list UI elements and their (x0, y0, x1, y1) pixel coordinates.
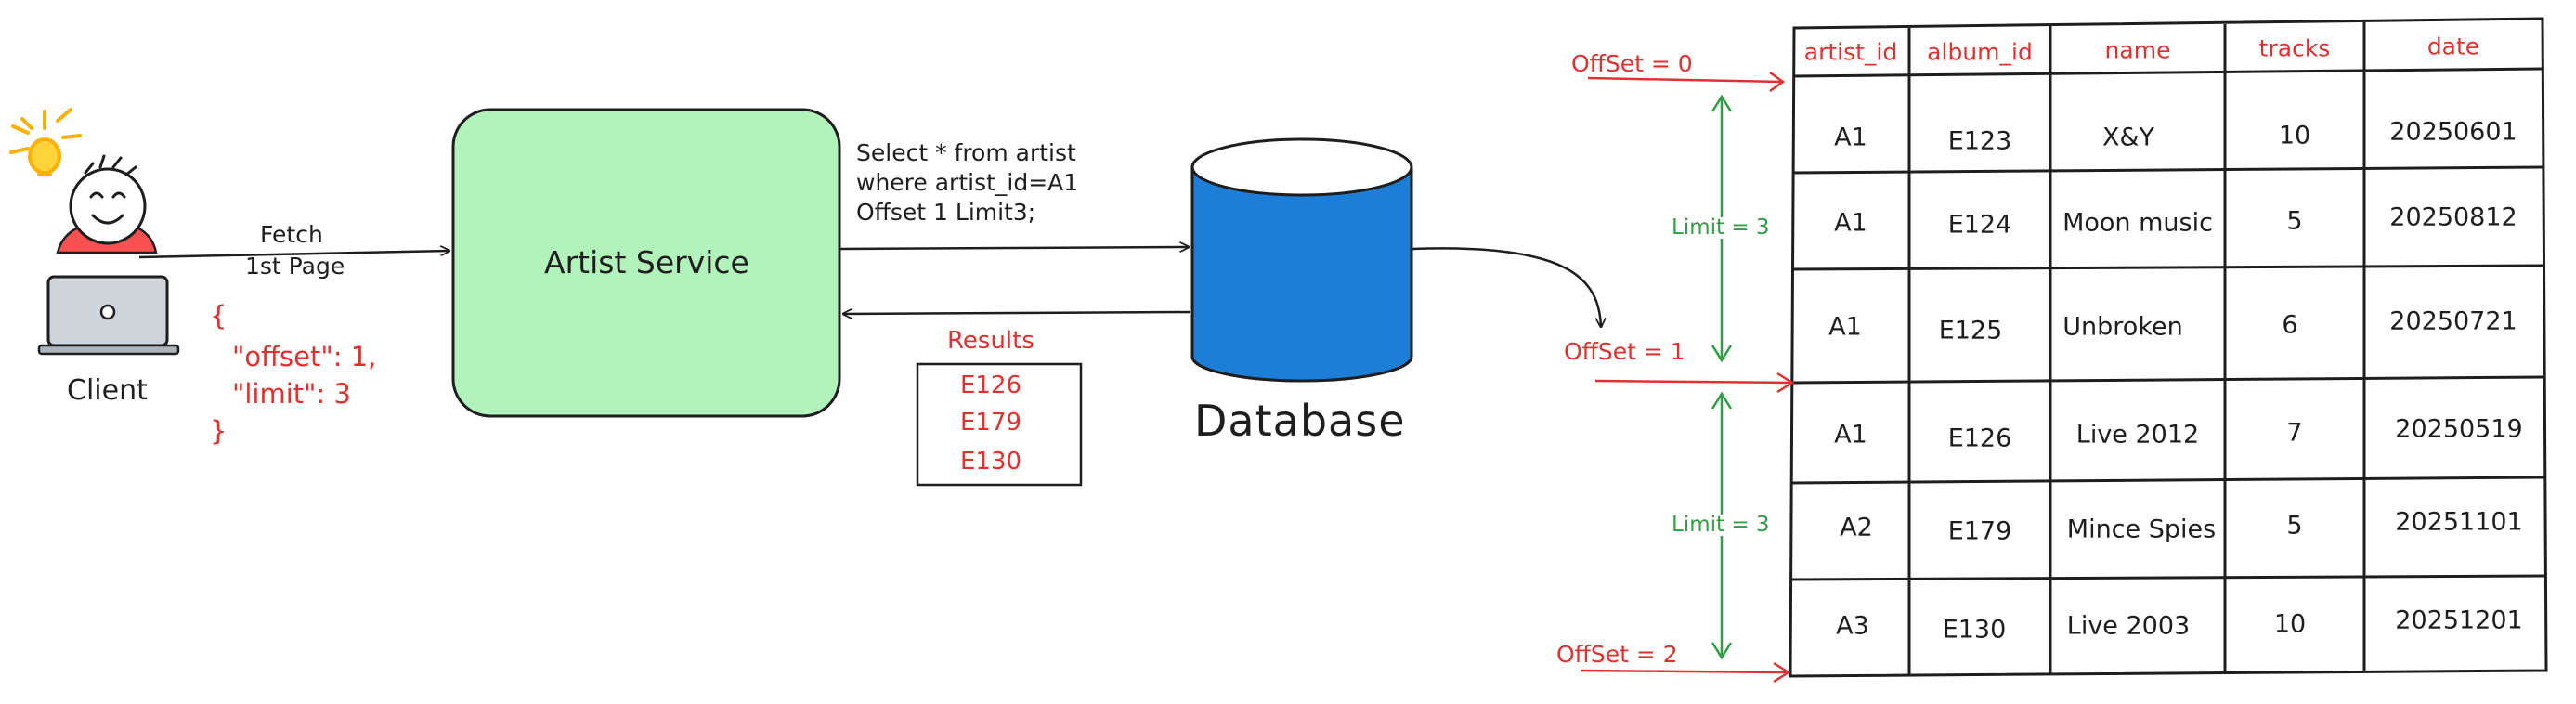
limit-arrows (1711, 94, 1733, 660)
table-cell: A1 (1834, 123, 1867, 152)
table-header: date (2426, 33, 2480, 60)
payload-limit: "limit": 3 (232, 378, 351, 410)
fetch-arrow (138, 251, 449, 259)
offset-arrows (1580, 71, 1795, 684)
client-head (69, 167, 147, 245)
results-arrow (843, 312, 1191, 314)
table-cell: 20250519 (2395, 414, 2523, 444)
table-cell: Moon music (2062, 208, 2213, 238)
table-header: artist_id (1803, 38, 1898, 66)
results-item: E179 (960, 409, 1022, 437)
results-item: E126 (960, 372, 1022, 399)
table-cell: 10 (2278, 121, 2311, 150)
table-cell: Mince Spies (2066, 515, 2217, 544)
table-cell: 5 (2286, 206, 2303, 236)
payload-offset: "offset": 1, (232, 341, 377, 372)
table-cell: A3 (1836, 611, 1869, 641)
album-table-grid (1789, 17, 2548, 678)
db-to-table-arrow (1411, 247, 1601, 327)
offset-0-arrow (1587, 76, 1782, 84)
payload-close-brace: } (210, 415, 228, 447)
table-cell: 20250601 (2389, 117, 2517, 147)
table-cell: E124 (1947, 210, 2012, 240)
table-cell: A2 (1840, 513, 1873, 542)
table-cell: A1 (1834, 420, 1867, 450)
table-cell: E125 (1938, 316, 2003, 345)
offset-2-arrow (1580, 669, 1788, 674)
client-label: Client (67, 374, 148, 407)
table-cell: E179 (1947, 516, 2012, 546)
table-cell: 20250812 (2389, 202, 2517, 232)
table-cell: Live 2012 (2075, 420, 2200, 450)
limit-label: Limit = 3 (1672, 513, 1770, 537)
database-cylinder (1190, 137, 1413, 383)
query-line-1: Select * from artist (856, 139, 1076, 166)
table-cell: 20250721 (2389, 306, 2517, 336)
table-cell: 20251201 (2395, 606, 2523, 635)
table-header: name (2104, 36, 2171, 64)
table-header: tracks (2258, 34, 2331, 62)
table-cell: Unbroken (2062, 312, 2183, 342)
table-cell: 10 (2273, 609, 2307, 639)
table-cell: E123 (1947, 126, 2012, 156)
table-cell: 5 (2286, 511, 2303, 541)
query-line-3: Offset 1 Limit3; (856, 199, 1036, 226)
offset-1-label: OffSet = 1 (1564, 338, 1685, 365)
limit-label: Limit = 3 (1672, 215, 1770, 240)
results-item: E130 (960, 448, 1022, 476)
fetch-label-line2: 1st Page (245, 253, 345, 280)
table-cell: E130 (1942, 615, 2007, 645)
offset-1-arrow (1594, 379, 1791, 385)
offset-0-label: OffSet = 0 (1571, 50, 1693, 77)
offset-2-label: OffSet = 2 (1556, 641, 1678, 668)
table-cell: A1 (1828, 312, 1862, 342)
client-icon (9, 108, 180, 356)
table-cell: X&Y (2101, 123, 2155, 152)
table-cell: E126 (1947, 424, 2012, 453)
table-cell: 7 (2286, 418, 2303, 448)
table-cell: 6 (2282, 310, 2298, 340)
table-header: album_id (1927, 38, 2033, 66)
results-title: Results (947, 327, 1034, 355)
fetch-label-line1: Fetch (260, 221, 323, 248)
table-cell: A1 (1834, 208, 1867, 238)
artist-service-label: Artist Service (544, 244, 749, 280)
query-arrow (839, 247, 1189, 249)
payload-open-brace: { (210, 300, 228, 332)
table-cell: Live 2003 (2066, 611, 2191, 641)
database-label: Database (1194, 396, 1406, 446)
results-box (916, 362, 1083, 487)
table-cell: 20251101 (2395, 507, 2523, 537)
query-line-2: where artist_id=A1 (856, 169, 1079, 196)
sun-icon (9, 108, 82, 176)
artist-service-box (451, 108, 841, 418)
